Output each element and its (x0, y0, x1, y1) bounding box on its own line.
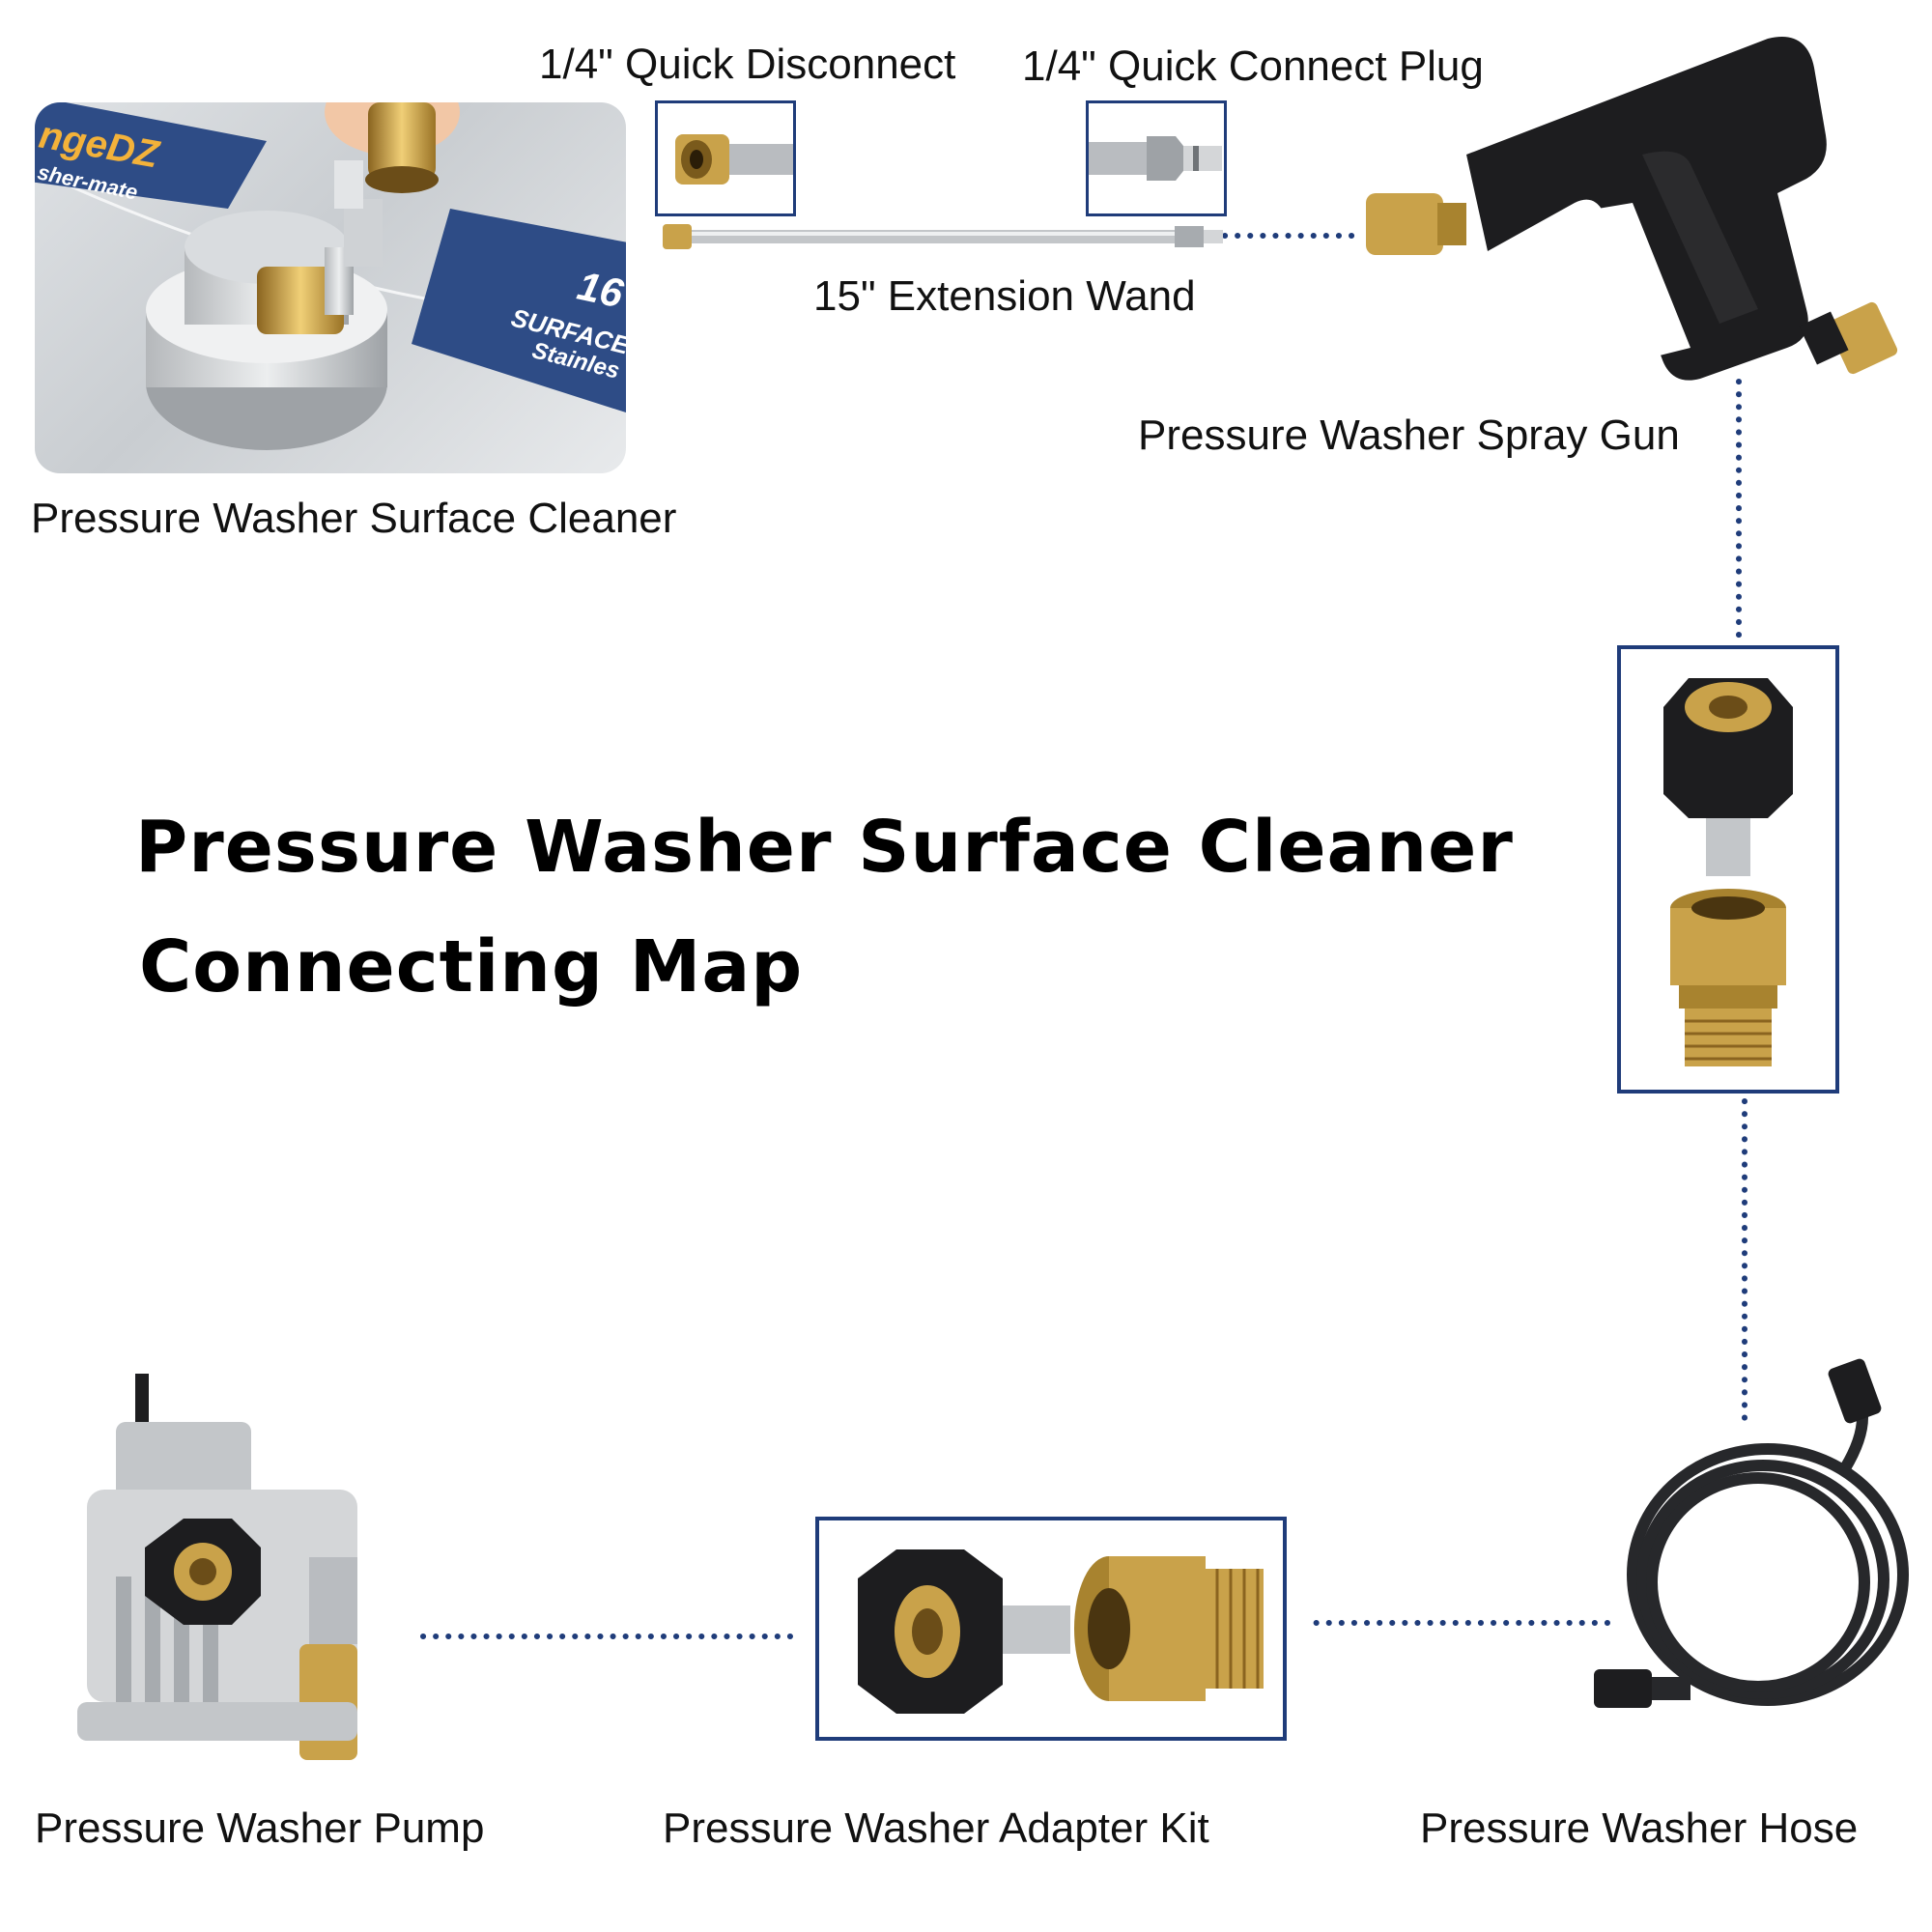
pump-icon (77, 1374, 357, 1760)
surface-cleaner-photo: ngeDZ sher-mate 16 SURFACE Stainles (35, 102, 626, 473)
quick-disconnect-label: 1/4" Quick Disconnect (539, 41, 956, 88)
photo-plate-number: 16 (573, 262, 626, 317)
adapter-kit-icon (858, 1549, 1264, 1714)
adapter-kit-frame (815, 1517, 1287, 1741)
quick-connect-plug-icon (1089, 136, 1222, 181)
hose-icon (1594, 1358, 1909, 1708)
adapter-kit-vertical-icon (1663, 678, 1793, 1066)
surface-cleaner-illustration (35, 102, 626, 450)
extension-wand-icon (663, 224, 1223, 249)
hose-label: Pressure Washer Hose (1420, 1804, 1859, 1852)
surface-cleaner-label: Pressure Washer Surface Cleaner (31, 495, 677, 542)
pump-label: Pressure Washer Pump (35, 1804, 485, 1852)
spray-gun-icon (1366, 37, 1898, 381)
adapter-kit-vertical-frame (1617, 645, 1839, 1094)
quick-connect-plug-label: 1/4" Quick Connect Plug (1022, 43, 1484, 90)
spray-gun-label: Pressure Washer Spray Gun (1138, 412, 1680, 459)
quick-disconnect-icon (675, 134, 793, 185)
quick-disconnect-frame (655, 100, 796, 216)
page-title-line1: Pressure Washer Surface Cleaner (135, 806, 1514, 889)
extension-wand-label: 15" Extension Wand (813, 272, 1196, 320)
page-title-line2: Connecting Map (139, 925, 804, 1009)
quick-connect-plug-frame (1086, 100, 1227, 216)
adapter-kit-label: Pressure Washer Adapter Kit (663, 1804, 1209, 1852)
